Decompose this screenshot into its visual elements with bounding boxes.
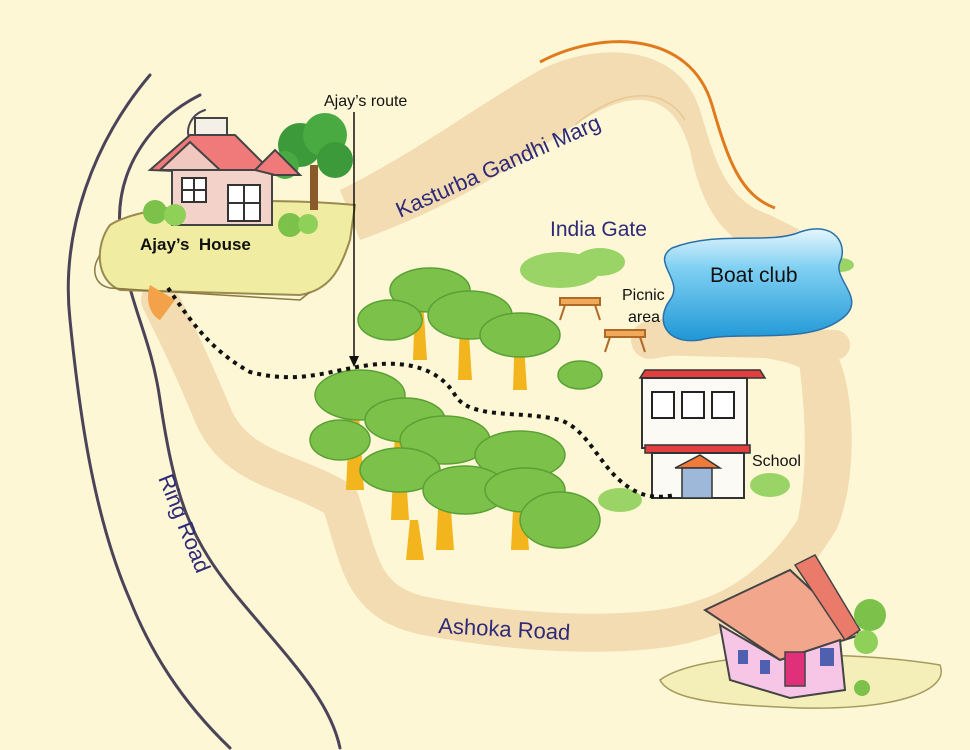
boat-club-label: Boat club [710, 264, 798, 287]
boat-club-lake [662, 228, 853, 342]
ajay-route-path [166, 286, 676, 499]
picnic-benches [559, 297, 646, 353]
pink-house [659, 554, 942, 709]
india-gate-label: India Gate [550, 218, 647, 241]
road-network [141, 281, 852, 652]
school-building [638, 369, 767, 499]
kasturba-gandhi-marg [340, 40, 800, 251]
house-label: Ajay’s House [140, 235, 251, 254]
route-pointer-arrow [349, 112, 359, 367]
picnic-area-label-line2: area [628, 309, 660, 326]
ajay-house-area [94, 113, 357, 320]
picnic-area-label-line1: Picnic [622, 287, 665, 304]
route-label: Ajay’s route [324, 93, 407, 110]
school-label: School [752, 453, 801, 470]
ajay-house [147, 117, 303, 226]
